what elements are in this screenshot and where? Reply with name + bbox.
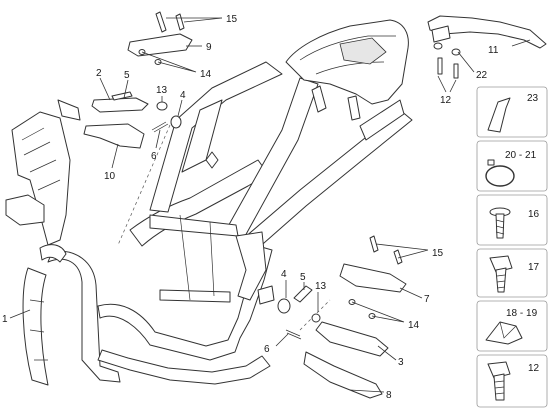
bolt-5-b: [293, 285, 313, 303]
bracket-3: [315, 321, 389, 357]
side-box-16: [476, 194, 548, 246]
washer-4-a: [170, 115, 182, 129]
callout-9: 9: [206, 42, 212, 53]
side-box-17: [476, 248, 548, 298]
leader-lines: [9, 17, 531, 393]
callout-labels: 15 9 14 2 5 13 4 6 10 1 11 22 12 15 7 14…: [2, 14, 499, 401]
scooter-frame: [5, 19, 413, 386]
callout-4-bottom: 4: [281, 269, 287, 280]
washer-22-b: [451, 48, 461, 56]
side-label-18-19: 18 - 19: [506, 308, 538, 319]
callout-8: 8: [386, 390, 392, 401]
bolt-12-a: [437, 57, 443, 75]
callout-15-bottom: 15: [432, 248, 444, 259]
screw-15-c: [369, 235, 379, 253]
callout-14-top: 14: [200, 69, 212, 80]
callout-5-bottom: 5: [300, 272, 306, 283]
clip-nut-icon: [485, 321, 523, 345]
side-label-20-21: 20 - 21: [505, 150, 537, 161]
upper-right-parts: [427, 15, 547, 79]
bolt-5: [111, 91, 133, 101]
callout-6-top: 6: [151, 151, 157, 162]
callout-10: 10: [104, 171, 116, 182]
flange-screw-shank-icon: [495, 213, 505, 239]
callout-12-top: 12: [440, 95, 452, 106]
sleeve-23-icon: [487, 97, 511, 133]
side-label-16: 16: [528, 209, 540, 220]
lower-right-parts: [277, 235, 407, 399]
nut-13-a: [156, 101, 168, 111]
side-label-12: 12: [528, 363, 540, 374]
bracket-2: [91, 97, 149, 113]
screw-15-d: [393, 249, 403, 265]
hex-bolt-shank-icon: [495, 267, 507, 293]
pad-8: [303, 351, 383, 399]
clamp-tab-icon: [487, 159, 495, 166]
clip-6-b: [285, 329, 302, 340]
side-box-20-21: [476, 140, 548, 192]
screw-15-b: [175, 13, 185, 31]
callout-6-bottom: 6: [264, 344, 270, 355]
washer-22-a: [433, 42, 443, 50]
callout-13-bottom: 13: [315, 281, 327, 292]
hardware-side-panel: 23 20 - 21 16 17 18 - 19 12: [476, 86, 548, 408]
bolt-12-b: [453, 63, 459, 79]
upper-left-parts: [83, 11, 193, 149]
nut-13-b: [311, 313, 321, 323]
clip-6-a: [151, 121, 169, 133]
hose-clamp-icon: [485, 165, 515, 187]
callout-5-top: 5: [124, 70, 130, 81]
callout-14-bottom: 14: [408, 320, 420, 331]
callout-7: 7: [424, 294, 430, 305]
callout-1: 1: [2, 314, 8, 325]
callout-22: 22: [476, 70, 488, 81]
callout-13-top: 13: [156, 85, 168, 96]
callout-15-top: 15: [226, 14, 238, 25]
callout-2: 2: [96, 68, 102, 79]
callout-3: 3: [398, 357, 404, 368]
pad-9: [127, 33, 193, 57]
washer-4-b: [277, 298, 291, 314]
side-label-23: 23: [527, 93, 539, 104]
pad-10: [83, 123, 145, 149]
pad-7: [339, 263, 407, 293]
side-label-17: 17: [528, 262, 540, 273]
screw-15-a: [155, 11, 167, 33]
callout-11: 11: [488, 45, 499, 56]
callout-4-top: 4: [180, 90, 186, 101]
